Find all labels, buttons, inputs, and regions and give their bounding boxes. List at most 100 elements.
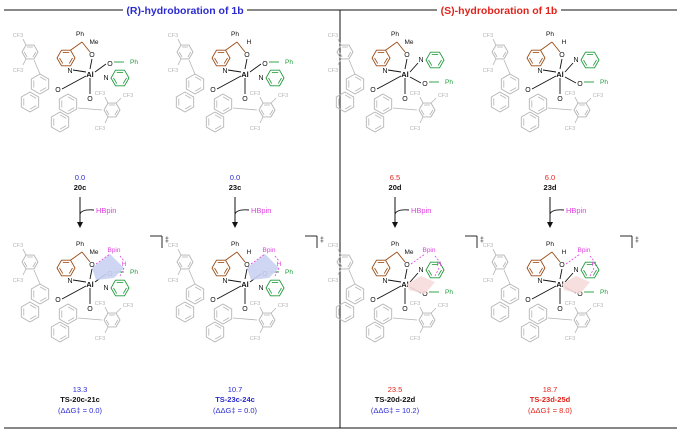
cf3-aryl-upper-cf3-b: CF3 bbox=[13, 68, 23, 74]
naphthyl-upper-a bbox=[185, 283, 205, 305]
naphthyl-upper-b bbox=[20, 301, 40, 323]
ts-shaded-region bbox=[247, 254, 279, 280]
pyridine-n: N bbox=[67, 68, 72, 75]
ts-dashed-b-o bbox=[95, 253, 111, 265]
oxygen-lower: O bbox=[87, 96, 93, 103]
ketone-oxygen: O bbox=[422, 291, 428, 298]
arrow-curve-2 bbox=[234, 209, 250, 215]
cf3-aryl-upper bbox=[336, 44, 354, 60]
ligand-oxygen: O bbox=[404, 52, 410, 59]
ts-dagger: ‡ bbox=[480, 237, 484, 244]
ketone-oxygen: O bbox=[107, 61, 113, 68]
cf3-aryl-upper-cf3-a: CF3 bbox=[483, 33, 493, 39]
pyridine-ring bbox=[371, 259, 391, 277]
phenyl-label: Ph bbox=[76, 241, 84, 248]
ketone-phenyl: Ph bbox=[285, 269, 293, 276]
int-energy-3: 6.5 bbox=[390, 173, 400, 182]
oxygen-upper: O bbox=[525, 297, 531, 304]
phenyl-label: Ph bbox=[546, 241, 554, 248]
ts-ddg-3: (ΔΔG‡ = 10.2) bbox=[371, 406, 420, 415]
cf3-aryl-lower-cf3-b: CF3 bbox=[95, 126, 105, 132]
reagent-label-4: HBpin bbox=[566, 206, 586, 215]
ligand-oxygen: O bbox=[559, 262, 565, 269]
ts-ddg-4: (ΔΔG‡ = 8.0) bbox=[528, 406, 572, 415]
naphthyl-lower-a bbox=[528, 303, 548, 325]
cf3-aryl-lower-cf3-a: CF3 bbox=[250, 301, 260, 307]
ketone-oxygen: O bbox=[262, 61, 268, 68]
cf3-aryl-lower-cf3-a: CF3 bbox=[410, 301, 420, 307]
cf3-aryl-lower-cf3-b: CF3 bbox=[250, 336, 260, 342]
aluminum-center: Al bbox=[241, 280, 249, 289]
ts-shaded-region bbox=[92, 254, 124, 280]
ketone-phenyl: Ph bbox=[445, 79, 453, 86]
cf3-label-right: CF3 bbox=[438, 93, 448, 99]
cf3-aryl-lower-cf3-a: CF3 bbox=[250, 91, 260, 97]
cf3-label-right: CF3 bbox=[123, 303, 133, 309]
phenyl-label: Ph bbox=[546, 31, 554, 38]
naphthyl-upper-b bbox=[490, 91, 510, 113]
int-energy-4: 6.0 bbox=[545, 173, 555, 182]
ts-energy-3: 23.5 bbox=[388, 385, 403, 394]
naphthyl-lower-b bbox=[365, 111, 385, 133]
naphthyl-upper-a bbox=[30, 283, 50, 305]
aluminum-center: Al bbox=[556, 70, 564, 79]
cf3-aryl-lower-cf3-b: CF3 bbox=[410, 126, 420, 132]
ts-ddg-1: (ΔΔG‡ = 0.0) bbox=[58, 406, 102, 415]
ts-label-3: TS-20d-22d bbox=[375, 395, 416, 404]
ts-dashed-b-h bbox=[274, 255, 280, 262]
naphthyl-upper-b bbox=[335, 301, 355, 323]
arrow-3: HBpin bbox=[392, 197, 431, 228]
cf3-aryl-lower-cf3-b: CF3 bbox=[565, 336, 575, 342]
cf3-aryl-upper bbox=[176, 44, 194, 60]
substrate-n: N bbox=[573, 57, 578, 64]
substituent-label: Me bbox=[404, 249, 413, 256]
ketone-oxygen: O bbox=[577, 81, 583, 88]
naphthyl-lower-a bbox=[58, 93, 78, 115]
cf3-aryl-lower-cf3-b: CF3 bbox=[95, 336, 105, 342]
naphthyl-lower-b bbox=[50, 321, 70, 343]
ts-dashed-h-c bbox=[274, 267, 280, 277]
naphthyl-lower-a bbox=[373, 303, 393, 325]
substituent-label: H bbox=[562, 249, 567, 256]
oxygen-upper: O bbox=[55, 87, 61, 94]
substrate-pyridine bbox=[580, 51, 600, 69]
substrate-n: N bbox=[258, 75, 263, 82]
ligand-oxygen: O bbox=[559, 52, 565, 59]
substituent-label: Me bbox=[89, 39, 98, 46]
naphthyl-upper-a bbox=[185, 73, 205, 95]
substrate-n: N bbox=[418, 267, 423, 274]
cf3-aryl-upper-cf3-a: CF3 bbox=[13, 33, 23, 39]
cf3-aryl-upper bbox=[21, 254, 39, 270]
cf3-aryl-lower-cf3-b: CF3 bbox=[250, 126, 260, 132]
aluminum-center: Al bbox=[401, 280, 409, 289]
arrow-2: HBpin bbox=[232, 197, 271, 228]
aluminum-center: Al bbox=[556, 280, 564, 289]
cf3-aryl-lower bbox=[258, 312, 276, 328]
substrate-n: N bbox=[573, 267, 578, 274]
naphthyl-lower-b bbox=[520, 111, 540, 133]
cf3-aryl-upper-cf3-a: CF3 bbox=[168, 33, 178, 39]
naphthyl-lower-b bbox=[365, 321, 385, 343]
cf3-aryl-lower-cf3-a: CF3 bbox=[95, 91, 105, 97]
ketone-phenyl: Ph bbox=[600, 289, 608, 296]
pyridine-ring bbox=[526, 259, 546, 277]
naphthyl-upper-a bbox=[500, 283, 520, 305]
ts-dashed-b-o bbox=[250, 253, 266, 265]
cf3-label-right: CF3 bbox=[593, 93, 603, 99]
substituent-label: Me bbox=[404, 39, 413, 46]
header-r-hydroboration: (R)-hydroboration of 1b bbox=[126, 5, 243, 17]
ketone-phenyl: Ph bbox=[130, 59, 138, 66]
ts-energy-4: 18.7 bbox=[543, 385, 558, 394]
arrowhead-4 bbox=[547, 222, 553, 228]
cf3-aryl-upper-cf3-b: CF3 bbox=[328, 68, 338, 74]
reagent-label-3: HBpin bbox=[411, 206, 431, 215]
pyridine-n: N bbox=[67, 278, 72, 285]
pyridine-n: N bbox=[537, 278, 542, 285]
substituent-label: H bbox=[562, 39, 567, 46]
ts-shaded-region bbox=[407, 276, 435, 294]
phenyl-label: Ph bbox=[231, 241, 239, 248]
ketone-oxygen: O bbox=[422, 81, 428, 88]
aluminum-center: Al bbox=[241, 70, 249, 79]
